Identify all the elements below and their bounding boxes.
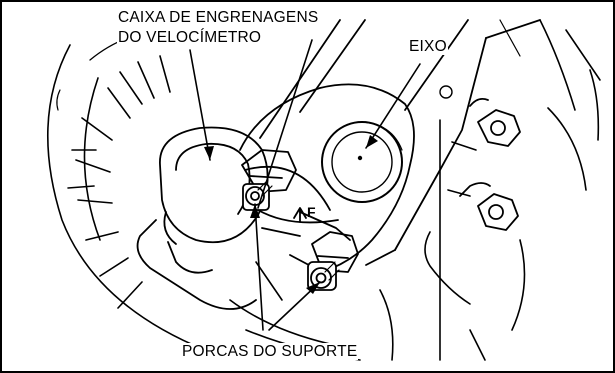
label-gearbox-line2: DO VELOCÍMETRO	[117, 29, 263, 46]
arrowhead-gearbox	[204, 146, 214, 160]
leader-axle	[365, 63, 421, 149]
label-holder-nuts: PORCAS DO SUPORTE	[181, 343, 359, 360]
caliper-bolt-upper	[469, 97, 521, 147]
label-gearbox-line1: CAIXA DE ENGRENAGENS	[117, 9, 320, 26]
label-axle: EIXO	[408, 38, 448, 55]
forward-arrow-icon	[293, 207, 307, 223]
leader-nut-upper	[254, 203, 264, 331]
label-forward-mark: F	[307, 204, 316, 220]
arrowhead-axle	[366, 135, 378, 148]
leader-gearbox-1	[189, 49, 211, 161]
arrowhead-nut-lower	[306, 282, 320, 294]
brake-caliper	[424, 19, 601, 361]
caliper-bolt-lower	[459, 182, 519, 231]
arrowhead-nut-upper	[250, 204, 260, 218]
holder-nut-upper	[241, 149, 297, 211]
leader-gearbox-2	[257, 39, 313, 209]
holder-nut-lower	[307, 231, 359, 291]
fork-leg	[259, 19, 541, 266]
axle-end	[321, 121, 403, 203]
